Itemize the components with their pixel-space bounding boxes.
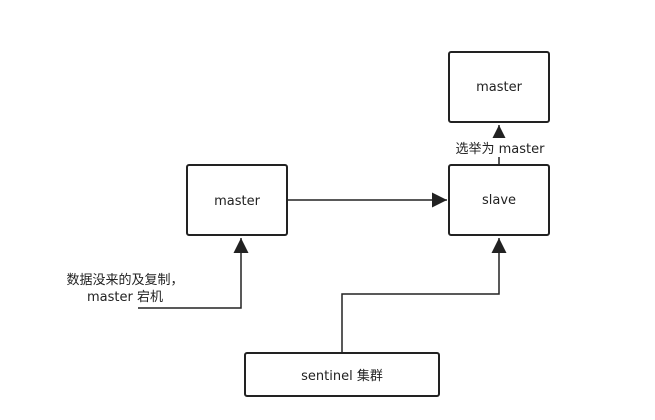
master-new-node: master	[448, 51, 550, 123]
sentinel-label: sentinel 集群	[301, 369, 383, 384]
slave-node: slave	[448, 164, 550, 236]
master-old-label: master	[214, 194, 260, 209]
elect-label: 选举为 master	[452, 138, 548, 157]
arrow-note-to-master	[138, 238, 249, 309]
arrow-sentinel-to-slave	[341, 238, 507, 353]
note-line-2: master 宕机	[87, 290, 163, 305]
master-old-node: master	[186, 164, 288, 236]
note-line-1: 数据没来的及复制，	[66, 273, 184, 288]
slave-label: slave	[481, 192, 517, 208]
sentinel-node: sentinel 集群	[244, 352, 440, 397]
master-new-label: master	[476, 79, 522, 95]
note-label: 数据没来的及复制， master 宕机	[60, 272, 190, 306]
